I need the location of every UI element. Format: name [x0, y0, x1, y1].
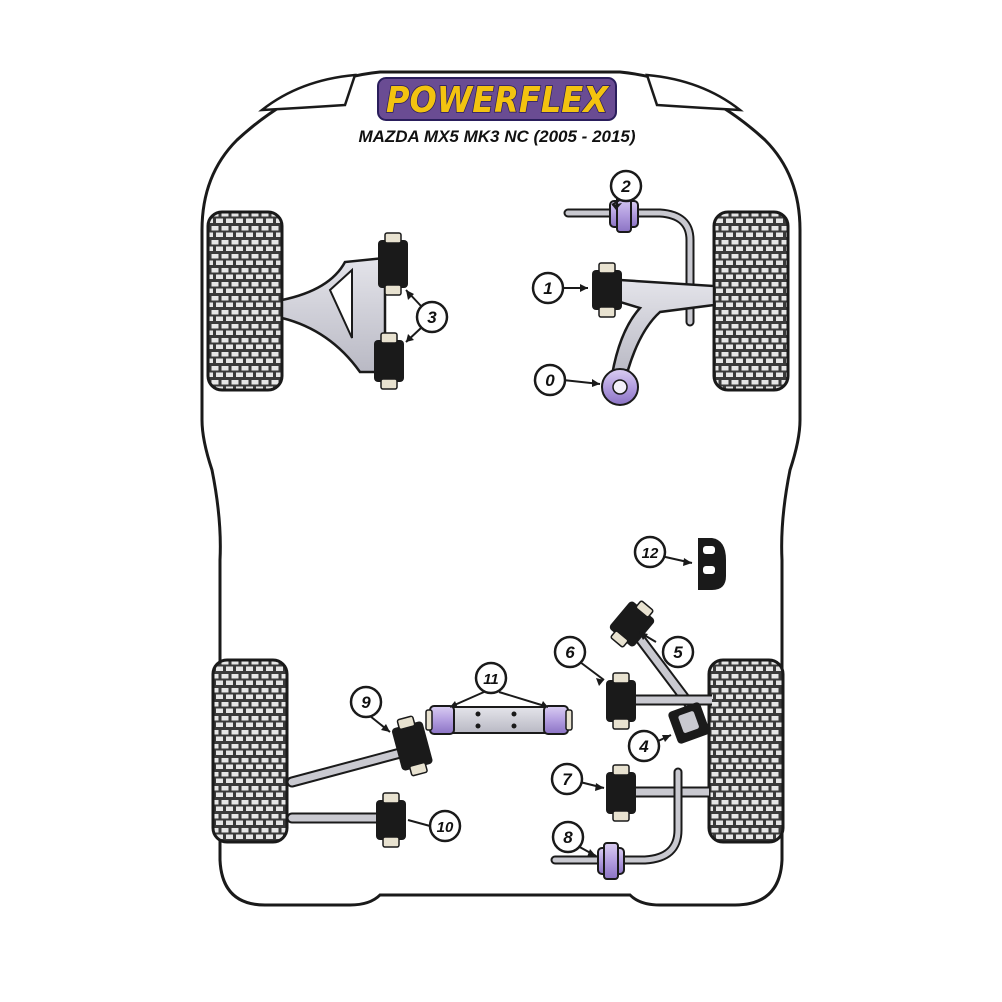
callout-circle [609, 169, 643, 203]
callout-circle [474, 661, 508, 695]
callout-circle [550, 762, 584, 796]
callout-1: 1 [531, 271, 565, 305]
callout-3: 3 [415, 300, 449, 334]
bush-3-bottom [374, 332, 404, 390]
callout-circle [633, 535, 667, 569]
callout-circle [415, 300, 449, 334]
callout-number: 12 [642, 545, 659, 562]
bush-3-top [378, 232, 408, 296]
callout-number: 0 [545, 371, 555, 390]
callout-9: 9 [349, 685, 383, 719]
callout-number: 8 [563, 828, 573, 847]
callout-12: 12 [633, 535, 667, 569]
front-right-tyre [712, 210, 790, 392]
callout-2: 2 [609, 169, 643, 203]
callout-circle [533, 363, 567, 397]
callout-circle [551, 820, 585, 854]
logo-text: POWERFLEX [386, 80, 610, 121]
callout-number: 5 [673, 643, 683, 662]
bush-0 [601, 368, 639, 406]
callout-10: 10 [428, 809, 462, 843]
powerflex-logo: POWERFLEX [377, 77, 617, 122]
callout-circle [627, 729, 661, 763]
bush-7 [606, 764, 636, 822]
front-upper-arm [280, 256, 387, 374]
bush-6 [606, 672, 636, 730]
callout-number: 9 [361, 693, 371, 712]
rear-subframe-bar [447, 706, 551, 734]
callout-11: 11 [474, 661, 508, 695]
callout-number: 10 [437, 819, 454, 836]
bush-10 [376, 792, 406, 848]
right-headlight [645, 73, 744, 112]
bush-11-right [543, 705, 573, 735]
bush-9 [392, 715, 433, 777]
callout-circle [349, 685, 383, 719]
callout-circle [428, 809, 462, 843]
callout-4: 4 [627, 729, 661, 763]
callout-circle [531, 271, 565, 305]
callout-number: 1 [543, 279, 552, 298]
front-left-tyre [206, 210, 284, 392]
bush-11-left [425, 705, 455, 735]
callout-number: 6 [565, 643, 575, 662]
left-headlight [258, 73, 357, 112]
callout-circle [553, 635, 587, 669]
bush-8 [597, 842, 625, 880]
callout-5: 5 [661, 635, 695, 669]
callout-number: 11 [483, 671, 499, 688]
callout-circle [661, 635, 695, 669]
callout-number: 4 [638, 737, 649, 756]
bush-1 [592, 262, 622, 318]
callout-6: 6 [553, 635, 587, 669]
leader-arrowheads [381, 203, 692, 857]
callout-number: 3 [427, 308, 437, 327]
bush-12 [698, 538, 726, 590]
callout-number: 7 [562, 770, 573, 789]
callout-0: 0 [533, 363, 567, 397]
callout-number: 2 [620, 177, 631, 196]
callout-7: 7 [550, 762, 584, 796]
rear-right-tyre [707, 658, 785, 844]
model-title: MAZDA MX5 MK3 NC (2005 - 2015) [358, 127, 635, 146]
bush-4 [668, 702, 710, 744]
rear-left-tyre [211, 658, 289, 844]
callout-8: 8 [551, 820, 585, 854]
